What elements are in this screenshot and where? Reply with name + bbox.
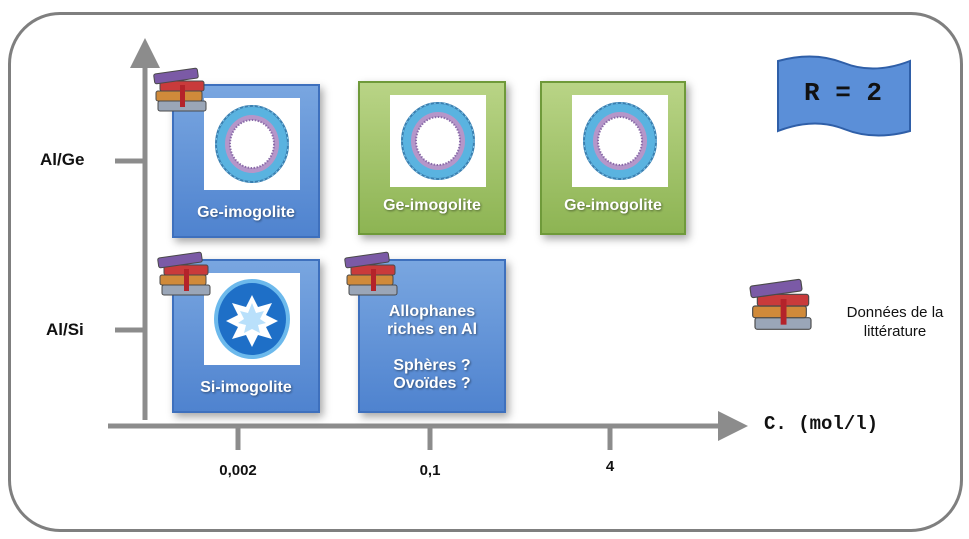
card-label: Allophanes riches en Al Sphères ? Ovoïde…	[386, 303, 478, 392]
card-ge-imogolite-4: Ge-imogolite	[540, 81, 686, 235]
ge-imogolite-tube-image	[204, 98, 300, 190]
si-imogolite-tube-image	[204, 273, 300, 365]
card-ge-imogolite-01: Ge-imogolite	[358, 81, 506, 235]
x-tick-label-01: 0,1	[419, 462, 441, 479]
card-label: Ge-imogolite	[383, 197, 481, 214]
ge-imogolite-tube-image	[390, 95, 486, 187]
card-si-imogolite-0002: Si-imogolite	[172, 259, 320, 413]
card-ge-imogolite-0002: Ge-imogolite	[172, 84, 320, 238]
legend-text: Données de la littérature	[846, 304, 944, 340]
books-icon	[153, 67, 207, 112]
books-icon	[749, 278, 812, 330]
books-icon	[344, 251, 398, 296]
y-label-al-ge: Al/Ge	[40, 150, 85, 169]
ge-imogolite-tube-image	[572, 95, 668, 187]
ratio-badge	[777, 55, 911, 137]
books-icon	[157, 251, 211, 296]
y-label-al-si: Al/Si	[46, 320, 84, 339]
x-tick-label-4: 4	[605, 458, 615, 475]
x-tick-label-0002: 0,002	[219, 462, 257, 479]
card-label: Ge-imogolite	[197, 204, 295, 221]
card-label: Si-imogolite	[200, 379, 292, 396]
card-label: Ge-imogolite	[564, 197, 662, 214]
x-axis-label: C. (mol/l)	[764, 413, 879, 435]
ratio-badge-text: R = 2	[803, 78, 882, 108]
